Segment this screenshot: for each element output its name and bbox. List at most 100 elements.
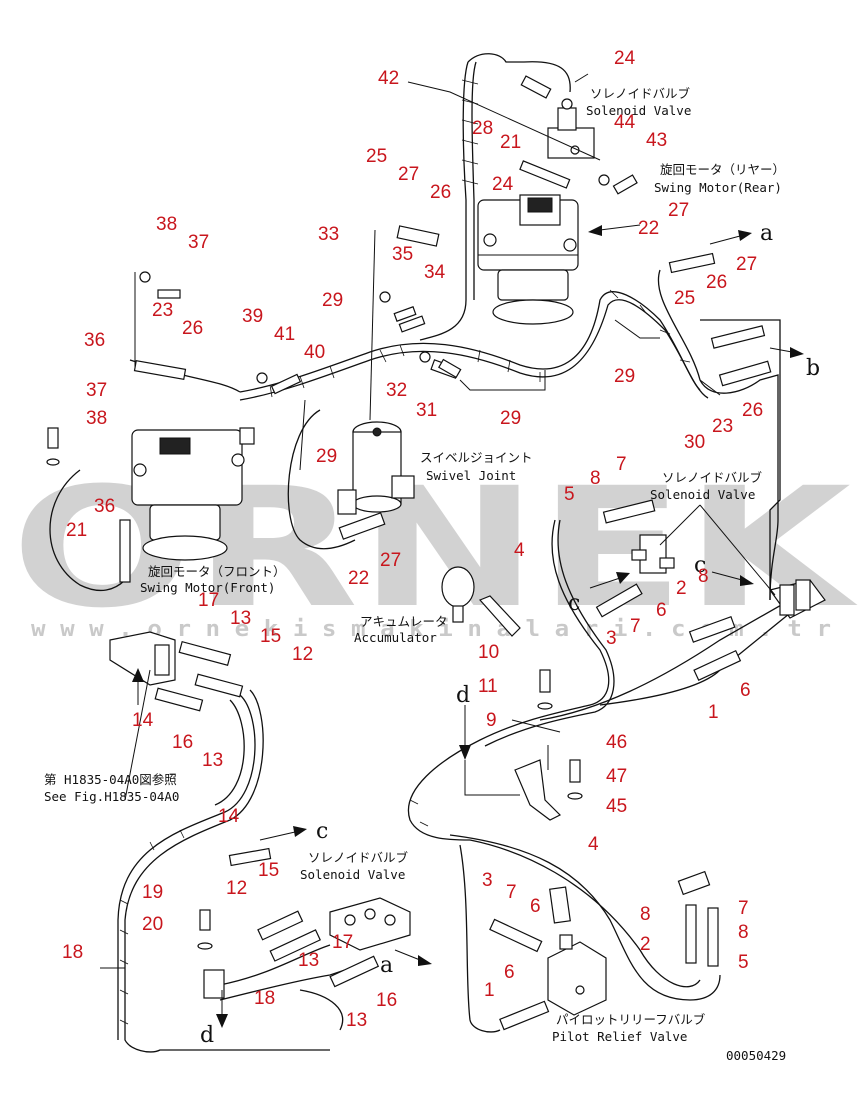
label-pilot-relief-jp: パイロットリリーフバルブ [556, 1012, 706, 1027]
callout-29: 29 [316, 446, 337, 467]
callout-15: 15 [258, 860, 279, 881]
callout-47: 47 [606, 766, 627, 787]
callout-12: 12 [292, 644, 313, 665]
label-solenoid-top-en: Solenoid Valve [586, 103, 691, 118]
callout-43: 43 [646, 130, 667, 151]
flow-letter-b-right: b [806, 356, 820, 381]
callout-40: 40 [304, 342, 325, 363]
callout-12: 12 [226, 878, 247, 899]
callout-5: 5 [564, 484, 575, 505]
callout-24: 24 [492, 174, 514, 195]
callout-14: 14 [218, 806, 240, 827]
callout-6: 6 [656, 600, 667, 621]
label-solenoid-mid-jp: ソレノイドバルブ [662, 470, 763, 485]
leader-lines [100, 73, 776, 969]
label-swivel-jp: スイベルジョイント [420, 450, 533, 465]
callout-7: 7 [738, 898, 749, 919]
callout-8: 8 [590, 468, 601, 489]
callout-2: 2 [640, 934, 651, 955]
callout-20: 20 [142, 914, 163, 935]
callout-10: 10 [478, 642, 499, 663]
label-see-fig-jp: 第 H1835-04A0図参照 [44, 772, 177, 787]
flow-letter-d-bottom: d [200, 1023, 214, 1048]
callout-37: 37 [188, 232, 209, 253]
flow-letter-c-mid: c [568, 591, 580, 616]
callout-27: 27 [736, 254, 757, 275]
swivel-joint [337, 421, 415, 515]
label-solenoid-top-jp: ソレノイドバルブ [590, 86, 691, 101]
callout-6: 6 [504, 962, 515, 983]
callout-42: 42 [378, 68, 399, 89]
callout-7: 7 [616, 454, 627, 475]
callout-8: 8 [640, 904, 651, 925]
label-swing-front-en: Swing Motor(Front) [140, 580, 275, 595]
callout-7: 7 [506, 882, 517, 903]
callout-6: 6 [740, 680, 751, 701]
component-labels: ソレノイドバルブ Solenoid Valve 旋回モータ（リヤー） Swing… [44, 86, 786, 1063]
hose-routing [49, 53, 801, 1053]
callout-44: 44 [614, 112, 636, 133]
callout-34: 34 [424, 262, 446, 283]
callout-9: 9 [486, 710, 497, 731]
callout-19: 19 [142, 882, 163, 903]
callout-21: 21 [66, 520, 87, 541]
callout-22: 22 [348, 568, 369, 589]
callout-21: 21 [500, 132, 521, 153]
callout-46: 46 [606, 732, 627, 753]
flow-letter-c-bottom: c [316, 819, 328, 844]
callout-29: 29 [322, 290, 343, 311]
flow-letter-d-mid: d [456, 683, 470, 708]
callout-16: 16 [376, 990, 397, 1011]
bracket-block-left [109, 631, 176, 686]
callout-23: 23 [712, 416, 733, 437]
label-solenoid-bottom-jp: ソレノイドバルブ [308, 850, 409, 865]
callout-18: 18 [254, 988, 275, 1009]
callout-31: 31 [416, 400, 437, 421]
swing-motor-rear [477, 194, 579, 325]
callout-22: 22 [638, 218, 659, 239]
callout-28: 28 [472, 118, 493, 139]
label-pilot-relief-en: Pilot Relief Valve [552, 1029, 687, 1044]
callout-7: 7 [630, 616, 641, 637]
callout-4: 4 [588, 834, 599, 855]
callout-38: 38 [86, 408, 107, 429]
callout-1: 1 [708, 702, 719, 723]
callout-27: 27 [398, 164, 419, 185]
swing-motor-front [131, 427, 255, 561]
callout-27: 27 [380, 550, 401, 571]
label-see-fig-en: See Fig.H1835-04A0 [44, 789, 179, 804]
bolts-and-washers [46, 174, 638, 950]
hose-spiral-wraps [119, 79, 691, 1025]
callout-36: 36 [84, 330, 105, 351]
callout-8: 8 [738, 922, 749, 943]
callout-3: 3 [482, 870, 493, 891]
callout-36: 36 [94, 496, 115, 517]
callout-14: 14 [132, 710, 154, 731]
callout-numbers: 24 42 28 21 44 43 24 25 27 26 35 34 33 2… [62, 48, 763, 1031]
callout-1: 1 [484, 980, 495, 1001]
callout-38: 38 [156, 214, 177, 235]
callout-5: 5 [738, 952, 749, 973]
label-solenoid-mid-en: Solenoid Valve [650, 487, 755, 502]
callout-16: 16 [172, 732, 193, 753]
callout-18: 18 [62, 942, 83, 963]
callout-35: 35 [392, 244, 413, 265]
callout-29: 29 [614, 366, 635, 387]
callout-26: 26 [742, 400, 763, 421]
callout-39: 39 [242, 306, 263, 327]
callout-23: 23 [152, 300, 173, 321]
solenoid-valve-top [547, 98, 595, 159]
callout-41: 41 [274, 324, 295, 345]
bracket-center [514, 759, 562, 821]
solenoid-valve-bottom [329, 897, 411, 951]
accumulator [441, 566, 521, 637]
callout-30: 30 [684, 432, 705, 453]
callout-17: 17 [198, 590, 219, 611]
flow-letter-c-right: c [694, 553, 706, 578]
callout-32: 32 [386, 380, 407, 401]
callout-3: 3 [606, 628, 617, 649]
drawing-number: 00050429 [726, 1048, 786, 1063]
callout-26: 26 [430, 182, 451, 203]
callout-11: 11 [478, 676, 498, 697]
